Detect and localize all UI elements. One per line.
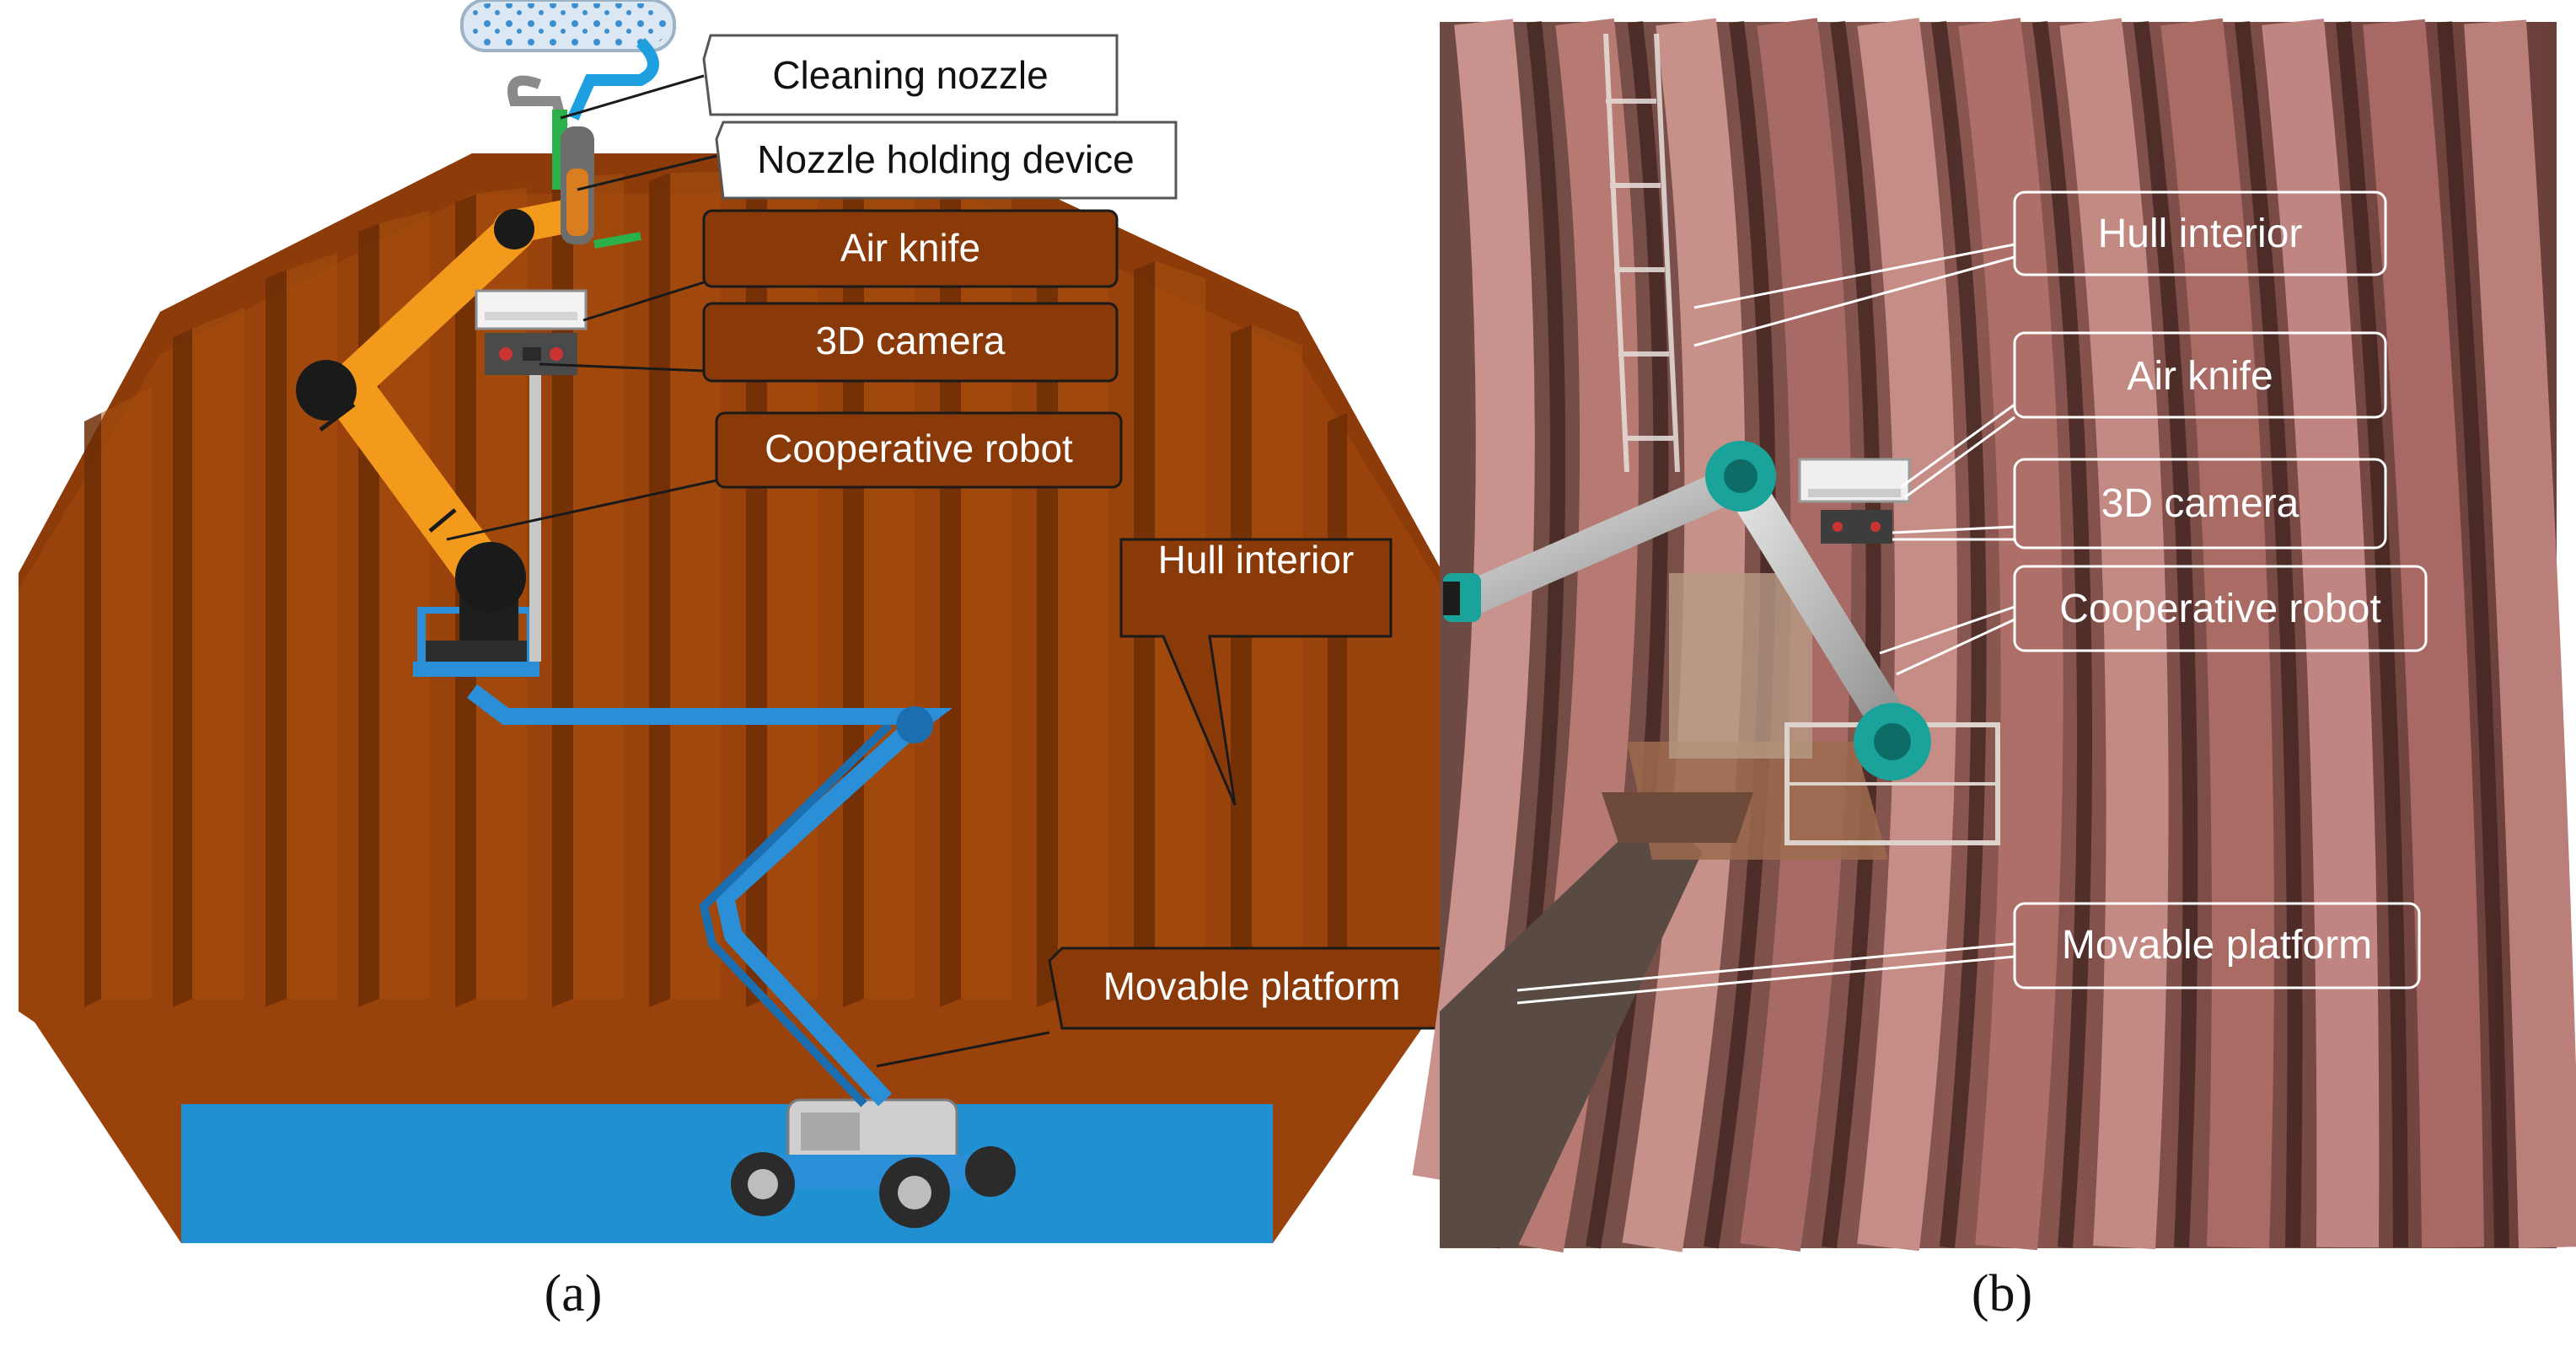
cooperative-robot-photo <box>1443 441 1931 780</box>
label-cooperative-robot-a: Cooperative robot <box>765 426 1073 470</box>
panel-b: Hull interior Air knife 3D camera Cooper… <box>1412 18 2576 1322</box>
callout-3d-camera-a: 3D camera <box>702 302 1119 383</box>
hull-floor <box>181 1104 1273 1243</box>
callout-movable-platform-a: Movable platform <box>1048 946 1445 1030</box>
label-movable-platform-b: Movable platform <box>2062 923 2372 968</box>
callout-air-knife-a: Air knife <box>702 209 1119 288</box>
callout-air-knife-b: Air knife <box>2013 331 2387 419</box>
cooperative-robot-illustration <box>296 198 590 662</box>
caption-b: (b) <box>1972 1265 2032 1322</box>
scaffold-structure <box>1603 33 1680 473</box>
label-hull-interior-a: Hull interior <box>1158 538 1355 582</box>
nozzle-holder-illustration <box>552 110 641 249</box>
panel-b-leader-lines <box>1516 243 2015 1005</box>
label-air-knife-b: Air knife <box>2127 354 2273 399</box>
callout-cleaning-nozzle: Cleaning nozzle <box>702 34 1119 116</box>
panel-a: Cleaning nozzle Nozzle holding device Ai… <box>19 0 1445 1322</box>
callout-nozzle-holding-device: Nozzle holding device <box>715 121 1178 200</box>
callout-cooperative-robot-a: Cooperative robot <box>715 411 1123 489</box>
label-hull-interior-b: Hull interior <box>2098 212 2303 256</box>
panel-a-leader-lines <box>446 74 1050 1068</box>
water-tank <box>460 0 676 128</box>
label-movable-platform-a: Movable platform <box>1103 964 1401 1008</box>
callout-movable-platform-b: Movable platform <box>2013 902 2421 989</box>
label-3d-camera-b: 3D camera <box>2101 481 2300 526</box>
label-nozzle-holding-device: Nozzle holding device <box>757 137 1135 181</box>
label-cooperative-robot-b: Cooperative robot <box>2059 587 2381 631</box>
callout-cooperative-robot-b: Cooperative robot <box>2013 565 2428 652</box>
callout-hull-interior-a: Hull interior <box>1119 538 1393 806</box>
caption-a: (a) <box>545 1265 603 1322</box>
label-air-knife-a: Air knife <box>840 226 980 270</box>
air-knife-camera-illustration <box>475 289 588 375</box>
label-3d-camera-a: 3D camera <box>816 319 1006 362</box>
callout-hull-interior-b: Hull interior <box>2013 190 2387 276</box>
label-cleaning-nozzle: Cleaning nozzle <box>772 53 1048 97</box>
callout-3d-camera-b: 3D camera <box>2013 458 2387 550</box>
movable-platform-photo <box>1440 573 2000 1247</box>
